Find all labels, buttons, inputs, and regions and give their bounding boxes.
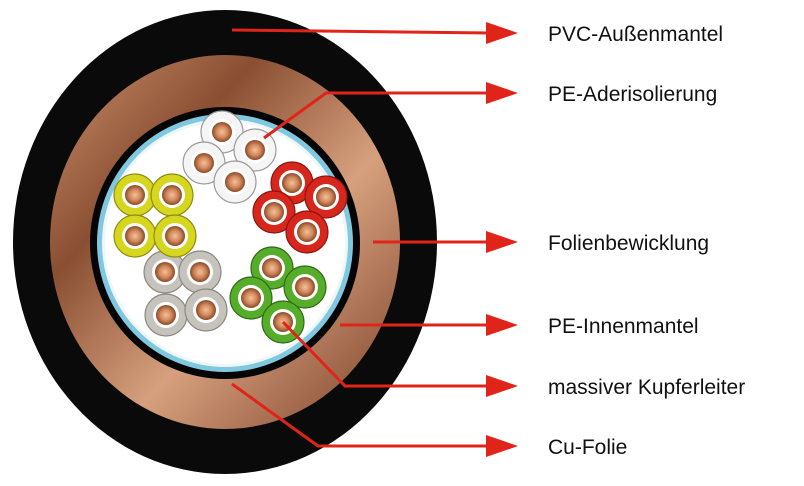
label-outer-sheath: PVC-Außenmantel bbox=[548, 23, 723, 46]
copper-conductor-red-3 bbox=[264, 202, 284, 222]
copper-conductor-green-1 bbox=[262, 258, 282, 278]
label-copper-foil: Cu-Folie bbox=[548, 436, 627, 459]
copper-conductor-white-4 bbox=[225, 172, 245, 192]
copper-conductor-white-1 bbox=[212, 122, 232, 142]
copper-conductor-white-2 bbox=[245, 140, 265, 160]
label-core-insulation: PE-Aderisolierung bbox=[548, 83, 717, 106]
copper-conductor-yellow-3 bbox=[125, 226, 145, 246]
label-copper-conductor: massiver Kupferleiter bbox=[548, 376, 745, 399]
cores bbox=[113, 110, 348, 344]
copper-conductor-white-3 bbox=[194, 153, 214, 173]
copper-conductor-yellow-2 bbox=[162, 185, 182, 205]
label-foil-wrapping: Folienbewicklung bbox=[548, 232, 709, 255]
arrow-copper-foil bbox=[231, 382, 518, 457]
arrows bbox=[231, 22, 518, 457]
copper-conductor-green-3 bbox=[241, 288, 261, 308]
copper-conductor-green-2 bbox=[295, 277, 315, 297]
labels: PVC-Außenmantel PE-Aderisolierung Folien… bbox=[548, 23, 745, 459]
cable bbox=[13, 10, 437, 474]
copper-conductor-yellow-1 bbox=[125, 185, 145, 205]
copper-conductor-grey-1 bbox=[155, 262, 175, 282]
copper-conductor-red-4 bbox=[297, 222, 317, 242]
arrow-core-insulation bbox=[263, 82, 518, 140]
arrow-outer-sheath bbox=[231, 22, 518, 44]
copper-conductor-yellow-4 bbox=[165, 226, 185, 246]
copper-conductor-grey-2 bbox=[190, 262, 210, 282]
label-inner-sheath: PE-Innenmantel bbox=[548, 315, 699, 338]
copper-conductor-red-1 bbox=[282, 173, 302, 193]
arrow-copper-conductor bbox=[281, 320, 518, 397]
arrow-inner-sheath bbox=[340, 314, 518, 336]
arrow-foil-wrapping bbox=[373, 231, 518, 253]
copper-conductor-grey-4 bbox=[196, 300, 216, 320]
copper-conductor-red-2 bbox=[316, 187, 336, 207]
copper-conductor-grey-3 bbox=[156, 305, 176, 325]
